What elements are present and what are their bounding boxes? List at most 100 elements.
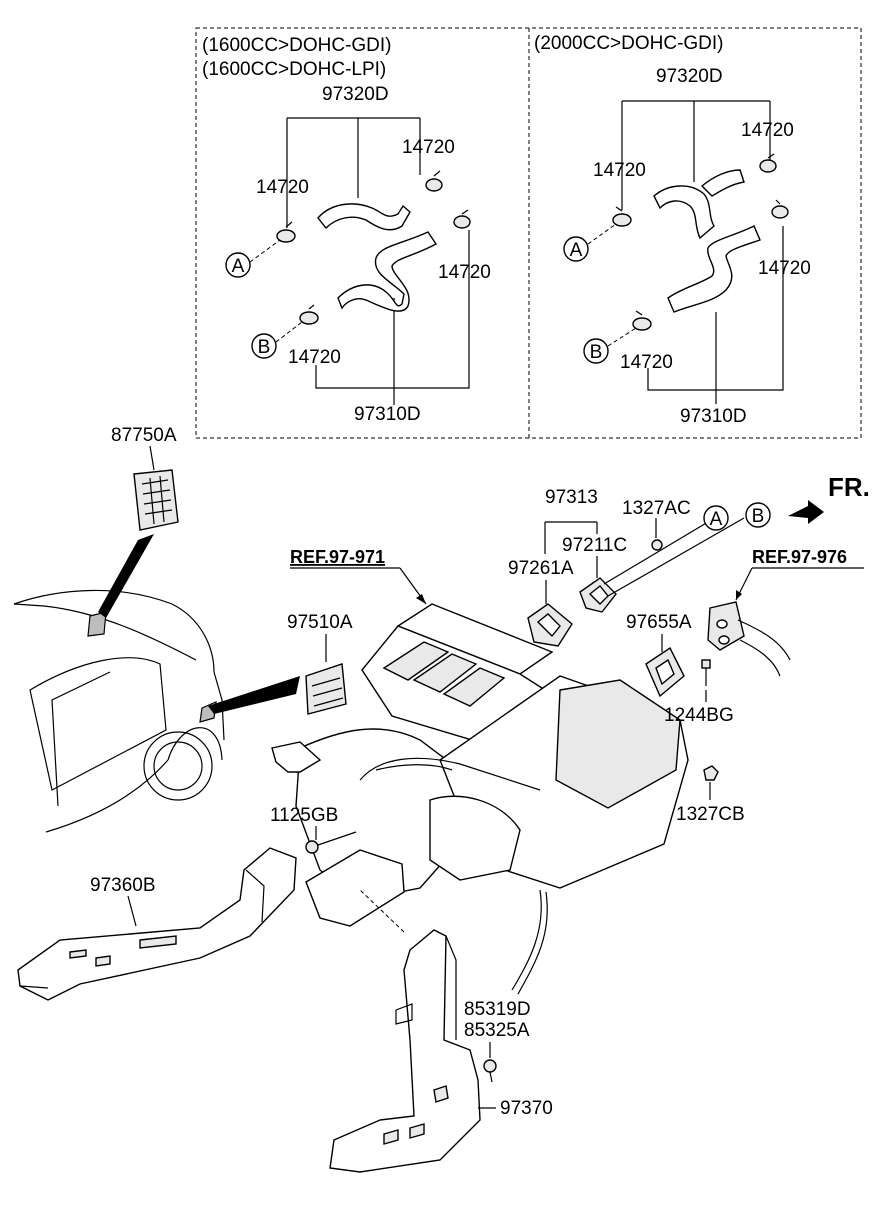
right-lower-leaders <box>647 226 784 404</box>
left-clamp-label-1: 14720 <box>402 137 455 158</box>
left-clamp-label-2: 14720 <box>256 177 309 198</box>
label-1244BG: 1244BG <box>664 705 734 726</box>
label-1125GB: 1125GB <box>270 805 338 826</box>
part-1327CB-nut <box>703 765 719 781</box>
vehicle-front-bumper <box>213 671 225 741</box>
left-hose-lower-label: 97310D <box>354 404 421 425</box>
left-upper-hose <box>317 203 411 231</box>
ref-97-976-arrowhead <box>736 590 742 600</box>
left-clamp-label-4: 14720 <box>288 347 341 368</box>
right-marker-b <box>583 338 609 364</box>
right-marker-a-link <box>587 223 617 245</box>
label-97510A: 97510A <box>287 612 353 633</box>
part-97211C-gasket <box>579 577 617 613</box>
label-87750A: 87750A <box>111 425 177 446</box>
vehicle-wheel-arch <box>167 727 223 761</box>
part-97655A-gasket <box>645 646 685 698</box>
label-1327AC: 1327AC <box>622 498 691 519</box>
vehicle-hood-line <box>13 589 215 673</box>
drain-hose-edge <box>517 891 548 995</box>
vehicle-window <box>29 657 167 791</box>
right-marker-a <box>563 236 589 262</box>
left-marker-a-link <box>249 239 281 263</box>
left-marker-a-label: A <box>232 256 245 277</box>
left-upper-leaders <box>286 117 421 228</box>
right-upper-hose-a <box>653 185 715 240</box>
inset-frames <box>195 27 862 439</box>
vehicle-door-line <box>45 759 169 833</box>
heater-unit-assembly <box>271 603 689 995</box>
left-engine-label-2: (1600CC>DOHC-LPI) <box>202 59 386 80</box>
front-direction-arrow <box>788 500 824 524</box>
pointer-to-97510A <box>208 676 300 714</box>
right-clamp-label-3: 14720 <box>758 258 811 279</box>
right-marker-b-link <box>607 327 637 347</box>
front-direction-label: FR. <box>828 472 870 502</box>
left-marker-b-link <box>275 321 303 343</box>
part-1244BG-bolt <box>701 659 711 686</box>
part-97261A-gasket <box>527 603 573 647</box>
drain-hose <box>511 889 542 991</box>
vehicle-a-pillar <box>51 671 111 807</box>
pointer-to-87750A <box>98 534 154 618</box>
right-clamp-label-2: 14720 <box>593 160 646 181</box>
vehicle-front-wheel <box>143 731 213 801</box>
left-clamp-3 <box>453 209 471 229</box>
left-inset: (1600CC>DOHC-GDI) (1600CC>DOHC-LPI) 9732… <box>202 35 491 425</box>
label-85319D: 85319D <box>464 999 531 1020</box>
vehicle-front-rim <box>153 741 203 791</box>
vehicle-windshield-base <box>13 603 197 661</box>
vehicle-outline <box>13 589 225 833</box>
left-engine-label-1: (1600CC>DOHC-GDI) <box>202 35 392 56</box>
evaporator-core-housing <box>555 679 681 809</box>
label-97313: 97313 <box>545 487 598 508</box>
leader-97360B <box>127 895 137 927</box>
label-1327CB: 1327CB <box>676 804 745 825</box>
right-inset: (2000CC>DOHC-GDI) 97320D 14720 14720 147… <box>534 33 811 427</box>
expansion-valve <box>707 601 791 677</box>
left-hose-upper-label: 97320D <box>322 84 389 105</box>
main-marker-b <box>745 502 771 528</box>
right-clamp-2 <box>612 206 632 227</box>
left-lower-hose <box>337 231 438 312</box>
right-marker-b-label: B <box>590 342 603 363</box>
left-clamp-label-3: 14720 <box>438 262 491 283</box>
right-lower-hose <box>667 225 761 313</box>
leader-87750A <box>149 445 155 471</box>
main-ab-leaders <box>603 517 745 597</box>
right-hose-upper-label: 97320D <box>656 66 723 87</box>
right-clamp-4 <box>632 310 652 331</box>
label-97655A: 97655A <box>626 612 692 633</box>
leader-97313 <box>544 521 598 554</box>
ref-97-971-arrowhead <box>416 594 426 604</box>
assembly-piping <box>359 757 541 791</box>
main-marker-a <box>703 505 729 531</box>
left-clamp-1 <box>425 170 443 192</box>
part-97360B-rear-duct <box>17 847 297 1001</box>
left-marker-a <box>225 252 251 278</box>
right-clamp-label-4: 14720 <box>620 352 673 373</box>
ref-97-971: REF.97-971 <box>290 547 385 567</box>
right-hose-lower-label: 97310D <box>680 406 747 427</box>
left-marker-b-label: B <box>258 337 271 358</box>
right-clamp-3 <box>771 199 789 219</box>
main-marker-a-label: A <box>710 509 723 530</box>
left-clamp-2 <box>276 221 296 243</box>
filter-cells <box>382 641 506 707</box>
main-marker-b-label: B <box>752 506 765 527</box>
part-87750A-vent-grille <box>133 469 179 531</box>
part-85319D-clip <box>483 1059 497 1083</box>
duct-mount-link <box>359 889 405 933</box>
foot-duct-junction <box>305 849 405 927</box>
right-clamp-label-1: 14720 <box>741 120 794 141</box>
part-97370-center-duct <box>329 929 481 1173</box>
part-1327AC-nut <box>651 539 663 551</box>
left-marker-b <box>251 333 277 359</box>
part-97510A-side-vent <box>305 663 347 715</box>
left-clamp-4 <box>299 304 319 325</box>
label-97370: 97370 <box>500 1098 553 1119</box>
right-marker-a-label: A <box>570 240 583 261</box>
label-97261A: 97261A <box>508 558 574 579</box>
right-upper-hose-b <box>700 169 745 197</box>
